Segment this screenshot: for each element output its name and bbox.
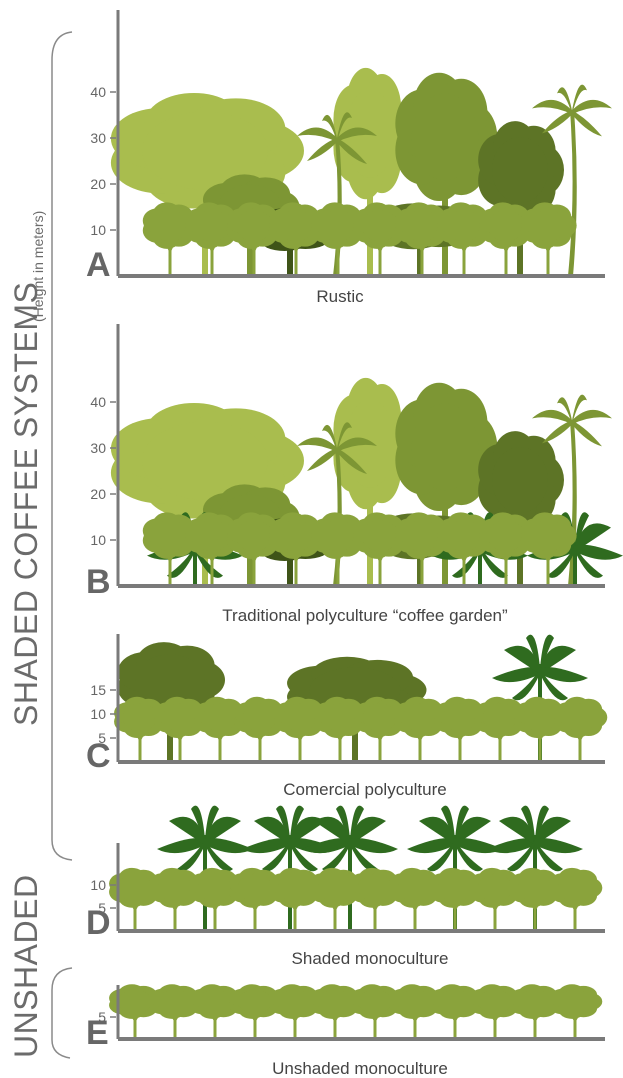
panel-a-tick-label: 10 [90,222,106,238]
letter-c: C [86,737,111,775]
caption-a: Rustic [316,287,364,306]
height-axis-label: (Height in meters) [30,211,46,322]
panel-e-coffee-shrub [549,984,602,1039]
panel-a-vegetation [111,68,612,276]
panel-b-tick-label: 40 [90,394,106,410]
panel-c-coffee-shrub [554,697,607,762]
letter-b: B [86,563,111,601]
shaded-systems-label: SHADED COFFEE SYSTEMS [8,282,45,726]
shaded-bracket [52,32,72,860]
caption-d: Shaded monoculture [292,949,449,968]
panel-d-vegetation [109,806,602,931]
panel-c-vegetation [114,635,607,762]
panel-b-tick-label: 10 [90,532,106,548]
panel-b-vegetation [111,378,623,586]
caption-b: Traditional polyculture “coffee garden” [222,606,508,625]
panel-a-tick-label: 40 [90,84,106,100]
panel-a-tick-label: 30 [90,130,106,146]
unshaded-label: UNSHADED [8,874,45,1058]
unshaded-bracket [52,968,72,1058]
panel-a-tick-label: 20 [90,176,106,192]
panel-e-vegetation [109,984,602,1039]
panel-d-tick-label: 10 [90,877,106,893]
panel-b-tick-label: 20 [90,486,106,502]
letter-d: D [86,904,111,942]
panel-a-coffee-shrub [521,202,577,276]
letter-a: A [86,246,111,284]
panel-b-tick-label: 30 [90,440,106,456]
panel-c-tick-label: 15 [90,682,106,698]
panel-b-coffee-shrub [521,512,577,586]
caption-e: Unshaded monoculture [272,1059,448,1078]
caption-c: Comercial polyculture [283,780,446,799]
panel-d-coffee-shrub [549,868,602,931]
panel-c-tick-label: 10 [90,706,106,722]
letter-e: E [86,1014,109,1052]
panel-a-canopy-tree [478,121,564,276]
